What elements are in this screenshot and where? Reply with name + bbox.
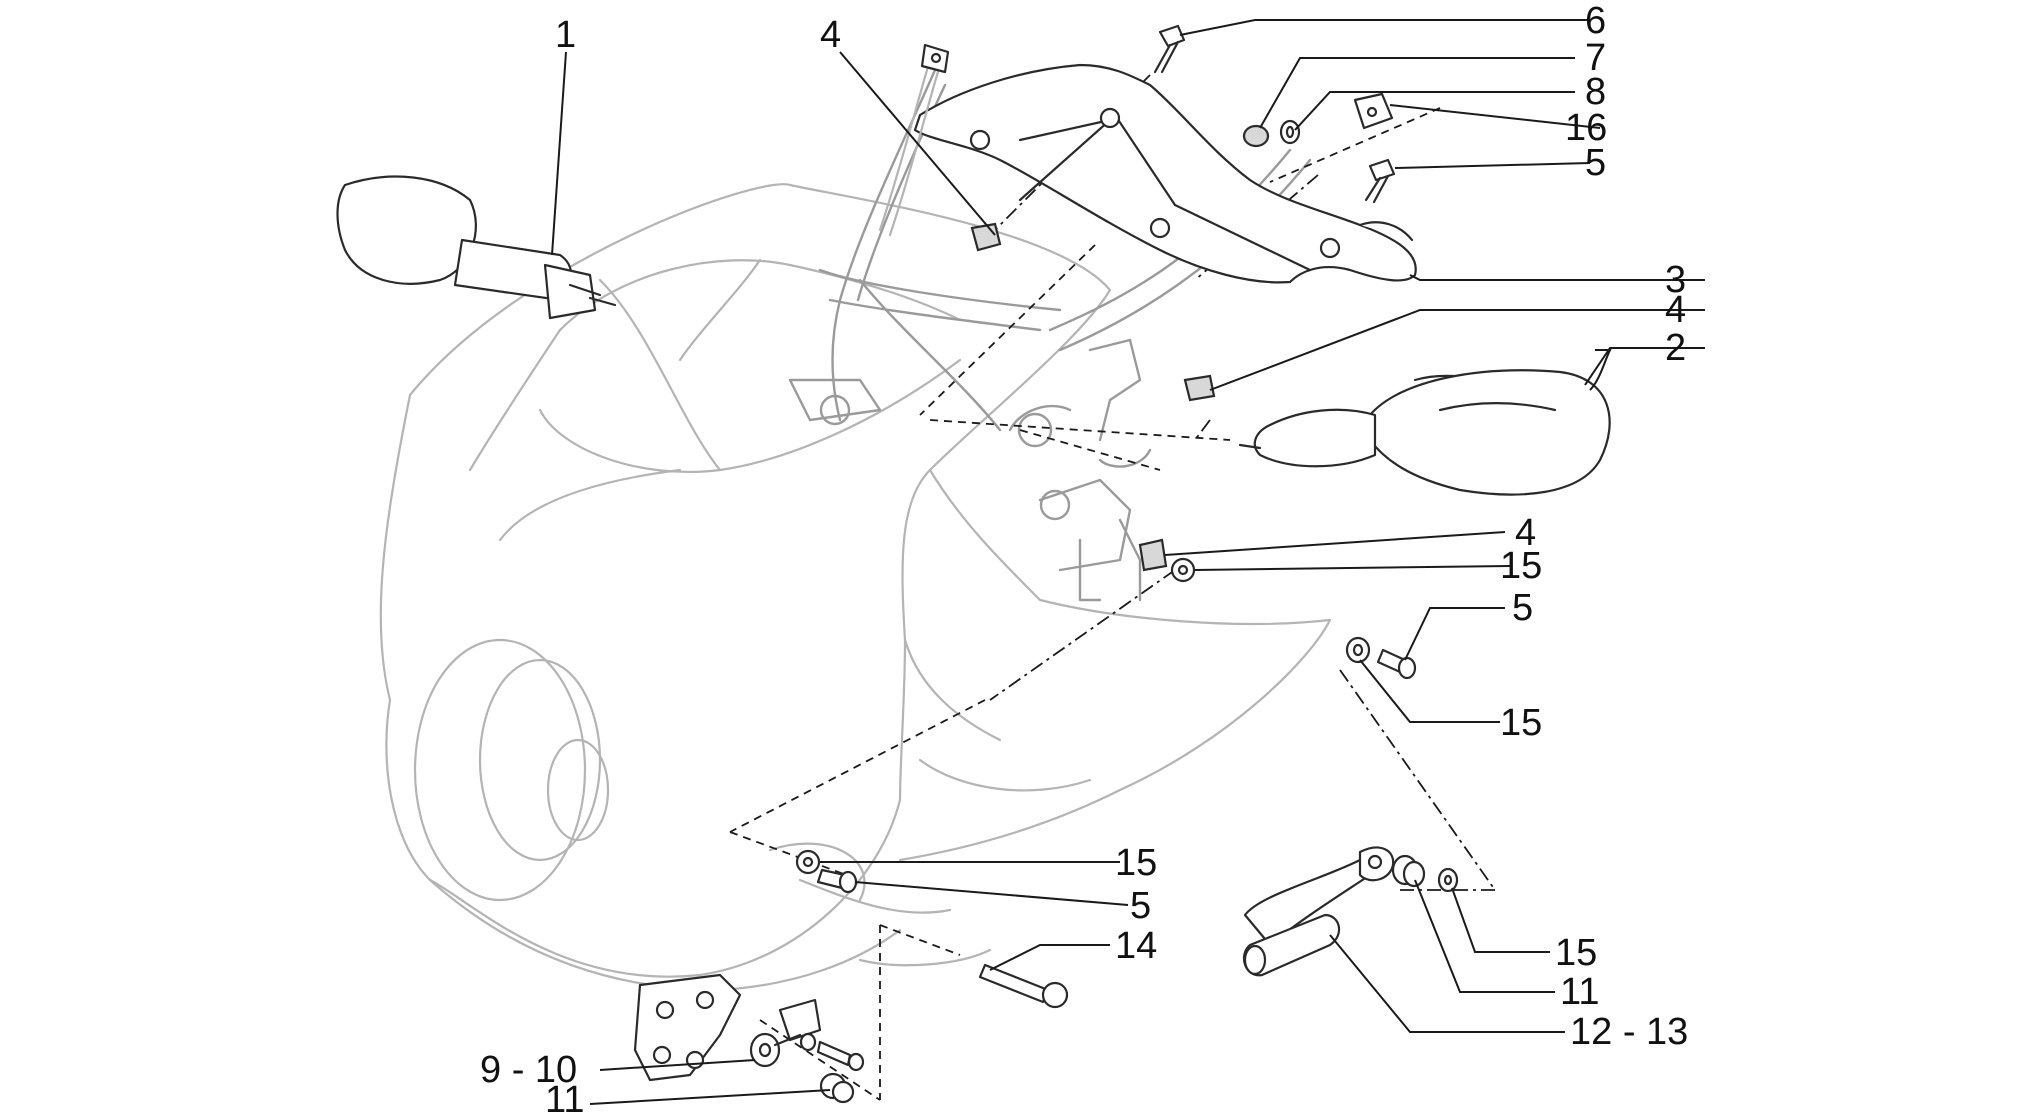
right-mirror xyxy=(1238,369,1611,496)
fairing-support-bracket xyxy=(913,63,1417,284)
callout-16: 16 xyxy=(1565,107,1607,149)
washer-8 xyxy=(1279,119,1301,145)
clip-nut-lower xyxy=(1138,538,1168,572)
callout-11-right: 11 xyxy=(1560,971,1599,1013)
washer-15-lower-right xyxy=(1437,867,1459,893)
clip-nut-upper xyxy=(970,222,1002,252)
screw-6 xyxy=(1153,24,1186,74)
washer-15-lower xyxy=(795,849,821,875)
clip-nut-middle xyxy=(1183,374,1216,402)
callout-4-upper: 4 xyxy=(820,14,841,56)
callout-15-right: 15 xyxy=(1500,702,1542,744)
callout-15-lower: 15 xyxy=(1115,842,1157,884)
screw-5-right xyxy=(1376,648,1417,680)
left-mirror xyxy=(336,175,617,320)
callout-11-bottom: 11 xyxy=(545,1079,584,1114)
callout-5-right: 5 xyxy=(1512,587,1533,629)
callout-15-lower-right: 15 xyxy=(1555,932,1597,974)
callout-4-lower: 4 xyxy=(1515,512,1536,554)
washer-15-mid xyxy=(1170,557,1196,583)
callout-5-top: 5 xyxy=(1585,142,1606,184)
bolt-14 xyxy=(978,963,1069,1009)
callout-1: 1 xyxy=(555,14,576,56)
callout-labels: 1 4 6 7 8 16 5 3 4 2 4 15 5 15 15 5 14 1… xyxy=(480,0,1688,1114)
nut-7 xyxy=(1242,124,1270,148)
callout-2: 2 xyxy=(1665,327,1686,369)
callout-15-upper: 15 xyxy=(1500,545,1542,587)
callout-12-13: 12 - 13 xyxy=(1570,1011,1688,1053)
spacer-11-bottom xyxy=(819,1072,855,1104)
callout-6: 6 xyxy=(1585,0,1606,42)
bracket-12-13 xyxy=(1242,846,1395,977)
callout-7: 7 xyxy=(1585,37,1606,79)
callout-4-middle: 4 xyxy=(1665,289,1686,331)
screw-5-top xyxy=(1364,158,1396,204)
washer-15-right xyxy=(1345,636,1371,664)
callout-5-lower: 5 xyxy=(1130,885,1151,927)
plate-16 xyxy=(1353,92,1394,130)
callout-3: 3 xyxy=(1665,259,1686,301)
bracket-arm xyxy=(878,43,950,237)
callout-8: 8 xyxy=(1585,71,1606,113)
callout-9-10: 9 - 10 xyxy=(480,1049,577,1091)
callout-14: 14 xyxy=(1115,925,1157,967)
spacer-11-right xyxy=(1391,854,1426,888)
leader-lines xyxy=(551,19,1705,1105)
bracket-9-10 xyxy=(633,973,865,1082)
